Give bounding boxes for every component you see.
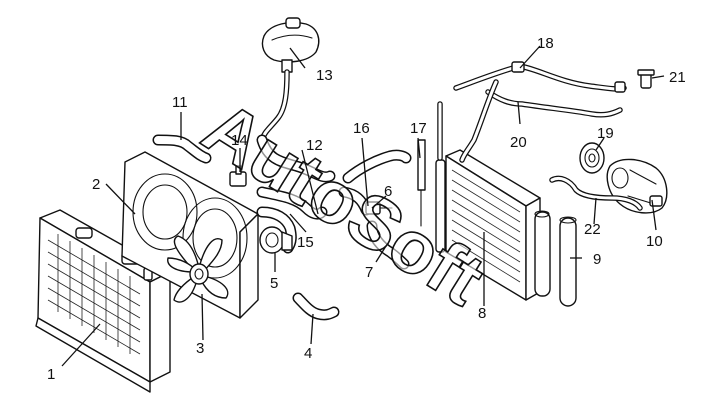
callout-6: 6	[384, 183, 392, 200]
callout-3: 3	[196, 340, 204, 357]
part-receiver-drier	[534, 210, 551, 297]
part-valve-fitting	[637, 69, 655, 89]
callout-20: 20	[510, 134, 527, 151]
callout-11: 11	[172, 94, 188, 111]
callout-19: 19	[597, 125, 614, 142]
part-connector	[365, 201, 393, 215]
part-drier-cylinder	[559, 216, 577, 307]
callout-14: 14	[231, 132, 248, 149]
part-compressor-hose	[549, 175, 643, 211]
callout-18: 18	[537, 35, 554, 52]
part-upper-hose	[152, 134, 212, 164]
callout-4: 4	[304, 345, 312, 362]
callout-10: 10	[646, 233, 663, 250]
callout-21: 21	[669, 69, 686, 86]
part-ac-pipes	[453, 61, 627, 163]
callout-12: 12	[306, 137, 323, 154]
callout-1: 1	[47, 366, 55, 383]
leader-lines	[61, 45, 665, 367]
callout-5: 5	[270, 275, 278, 292]
part-condenser	[435, 101, 541, 301]
part-compressor-clutch	[579, 142, 605, 174]
part-hose-16	[338, 149, 412, 216]
callout-labels: 1 2 3 4 5 6 7 8 9 10 11 12 13 14 15 16 1…	[47, 35, 686, 383]
part-small-fitting	[229, 165, 247, 187]
callout-13: 13	[316, 67, 333, 84]
callout-9: 9	[593, 251, 601, 268]
callout-2: 2	[92, 176, 100, 193]
part-fan-blade	[167, 235, 229, 303]
part-tank-hose	[259, 69, 290, 143]
callout-7: 7	[365, 264, 373, 281]
part-lower-hose	[366, 220, 410, 270]
callout-15: 15	[297, 234, 314, 251]
part-fan-shroud	[121, 151, 259, 319]
part-lower-short-hose	[292, 292, 340, 321]
callout-17: 17	[410, 120, 427, 137]
callout-8: 8	[478, 305, 486, 322]
callout-16: 16	[353, 120, 370, 137]
callout-22: 22	[584, 221, 601, 238]
part-pipe-bracket	[417, 139, 426, 227]
part-thermostat-housing	[259, 226, 293, 254]
part-expansion-tank	[261, 17, 320, 73]
